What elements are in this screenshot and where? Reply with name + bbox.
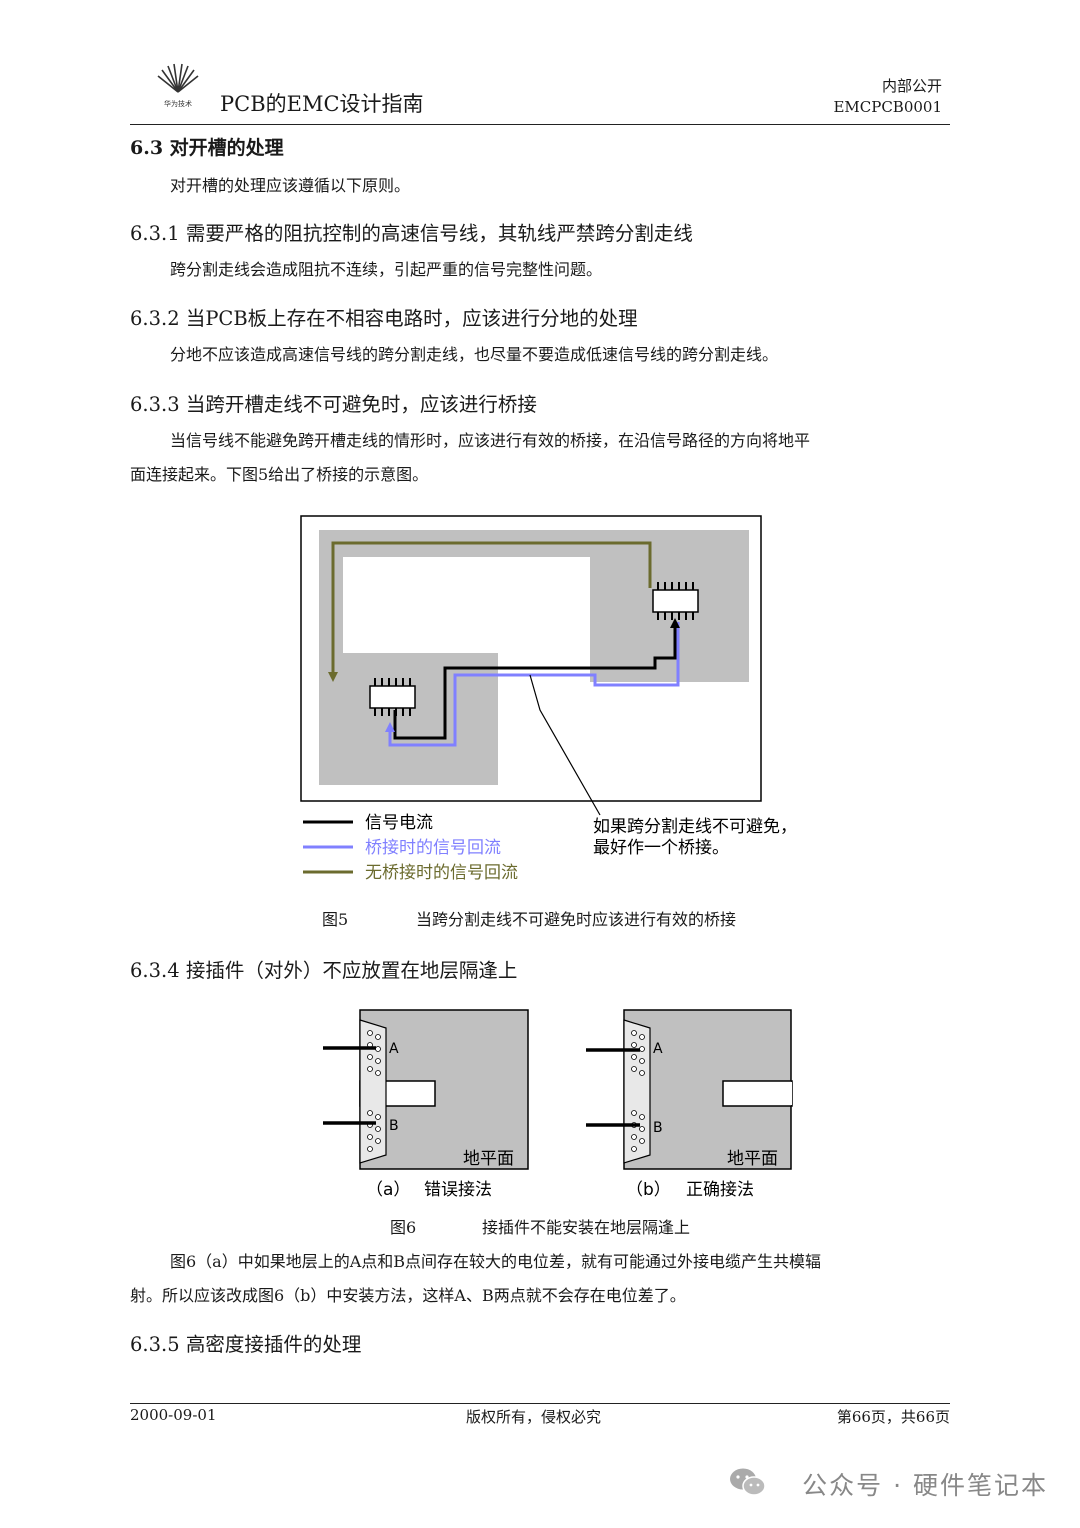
footer-rule	[130, 1403, 950, 1404]
section-heading: 6.3 对开槽的处理	[130, 137, 284, 159]
legend-bridge-label: 桥接时的信号回流	[365, 838, 501, 858]
figure-5-caption-text: 当跨分割走线不可避免时应该进行有效的桥接	[416, 910, 737, 929]
arrowhead-icon	[328, 672, 338, 682]
watermark-text: 公众号 · 硬件笔记本	[802, 1471, 1048, 1500]
callout-line	[529, 674, 601, 816]
figure-6b: A B 地平面 （b） 正确接法	[586, 1009, 793, 1200]
subsection-heading-633: 6.3.3 当跨开槽走线不可避免时，应该进行桥接	[130, 393, 537, 416]
subsection-heading-635: 6.3.5 高密度接插件的处理	[130, 1333, 362, 1356]
document-title: PCB的EMC设计指南	[220, 92, 424, 116]
footer-date: 2000-09-01	[130, 1406, 217, 1424]
wechat-icon	[730, 1468, 766, 1496]
figure-6-caption-text: 接插件不能安装在地层隔逢上	[482, 1218, 691, 1237]
figure-6-caption-number: 图6	[390, 1218, 417, 1237]
classification-label: 内部公开	[881, 77, 942, 95]
document-code: EMCPCB0001	[833, 98, 942, 116]
connector-icon	[623, 1019, 651, 1164]
subsection-heading-631: 6.3.1 需要严格的阻抗控制的高速信号线，其轨线严禁跨分割走线	[130, 222, 693, 245]
sub-b-text: 正确接法	[686, 1180, 754, 1200]
figure-5-bridge-diagram: 信号电流 桥接时的信号回流 无桥接时的信号回流 如果跨分割走线不可避免， 最好作…	[300, 515, 797, 883]
sub-a-text: 错误接法	[424, 1180, 492, 1200]
subsection-heading-632: 6.3.2 当PCB板上存在不相容电路时，应该进行分地的处理	[130, 307, 638, 330]
arrowhead-icon	[385, 722, 395, 732]
signal-current-path	[393, 622, 677, 740]
connector-icon	[359, 1019, 387, 1164]
header-meta: 内部公开 EMCPCB0001	[833, 76, 942, 118]
point-b-label: B	[389, 1118, 399, 1134]
legend-signal-label: 信号电流	[365, 813, 433, 833]
plane-slot	[343, 557, 590, 653]
paragraph-632: 分地不应该造成高速信号线的跨分割走线，也尽量不要造成低速信号线的跨分割走线。	[170, 345, 779, 364]
company-logo: 华为技术	[157, 63, 199, 108]
plane-slot	[722, 1080, 793, 1107]
paragraph-633-line1: 当信号线不能避免跨开槽走线的情形时，应该进行有效的桥接，在沿信号路径的方向将地平	[170, 431, 811, 450]
bridge-return-path	[388, 622, 680, 747]
callout-note-line2: 最好作一个桥接。	[593, 838, 729, 858]
footer-page-number: 第66页，共66页	[836, 1408, 950, 1426]
sub-b-tag: （b）	[626, 1180, 671, 1200]
point-a-label: A	[653, 1041, 663, 1057]
figure-5-caption-number: 图5	[322, 910, 349, 929]
chip-icon	[369, 678, 416, 716]
paragraph-634-line1: 图6（a）中如果地层上的A点和B点间存在较大的电位差，就有可能通过外接电缆产生共…	[170, 1252, 822, 1271]
point-a-label: A	[389, 1041, 399, 1057]
logo-caption: 华为技术	[164, 99, 192, 108]
sub-a-tag: （a）	[366, 1180, 410, 1200]
paragraph-634-line2: 射。所以应该改成图6（b）中安装方法，这样A、B两点就不会存在电位差了。	[130, 1286, 686, 1305]
arrowhead-icon	[670, 618, 680, 628]
point-b-label: B	[653, 1120, 663, 1136]
chip-icon	[652, 582, 699, 620]
paragraph-633-line2: 面连接起来。下图5给出了桥接的示意图。	[130, 465, 429, 484]
figure-6-connector-diagram: A B 地平面 （a） 错误接法 A B 地平面 （b） 正确接法	[323, 1009, 793, 1200]
paragraph-631: 跨分割走线会造成阻抗不连续，引起严重的信号完整性问题。	[170, 260, 603, 279]
legend-no-bridge-label: 无桥接时的信号回流	[365, 863, 518, 883]
figure-6a: A B 地平面 （a） 错误接法	[323, 1009, 529, 1200]
callout-note-line1: 如果跨分割走线不可避免，	[593, 817, 797, 837]
plane-slot-lower	[498, 653, 590, 785]
section-intro: 对开槽的处理应该遵循以下原则。	[170, 176, 411, 195]
footer-copyright: 版权所有，侵权必究	[466, 1408, 602, 1426]
subsection-heading-634: 6.3.4 接插件（对外）不应放置在地层隔逢上	[130, 959, 518, 982]
plane-label: 地平面	[463, 1149, 514, 1169]
header-rule	[130, 124, 950, 125]
plane-label: 地平面	[727, 1149, 778, 1169]
no-bridge-return-path	[331, 541, 652, 675]
